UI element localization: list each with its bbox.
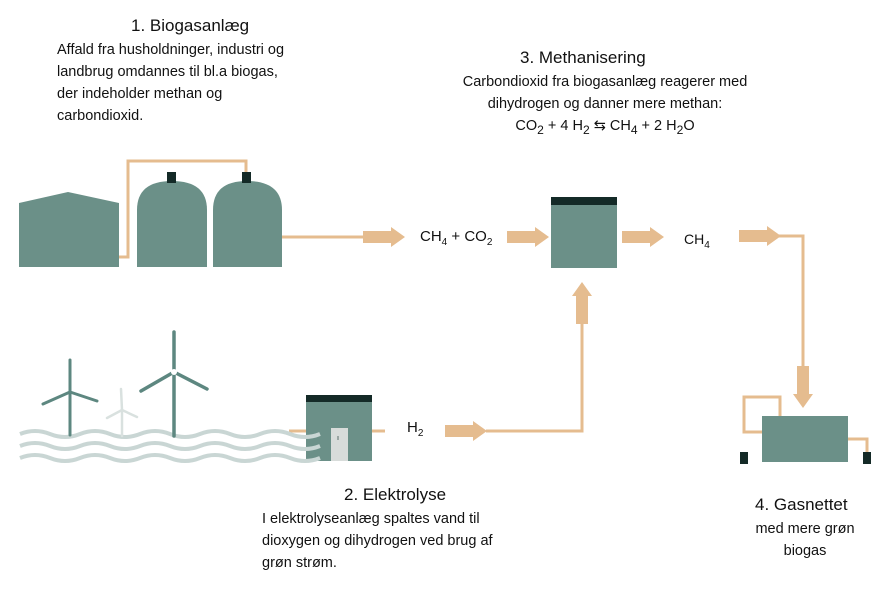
gas-grid-tank xyxy=(762,416,848,462)
wave-1 xyxy=(19,429,321,439)
gasnet-line-1: med mere grøn xyxy=(755,521,855,537)
arrow-h2-up xyxy=(572,282,592,324)
tank-valve-right xyxy=(242,172,251,183)
electrolysis-door xyxy=(331,428,348,461)
biogas-line-1: Affald fra husholdninger, industri og xyxy=(57,42,285,58)
gas-grid xyxy=(740,416,871,464)
biogas-line-4: carbondioxid. xyxy=(57,108,144,124)
biogas-tank-right xyxy=(213,181,282,267)
pipes xyxy=(119,159,869,452)
biogas-line-2: landbrug omdannes til bl.a biogas, xyxy=(57,64,278,80)
sea-waves xyxy=(19,429,321,463)
pipe-gasnet-left xyxy=(742,395,782,434)
wind-turbine-right xyxy=(139,330,209,438)
biogas-title: 1. Biogasanlæg xyxy=(131,16,250,35)
label-ch4: CH4 xyxy=(684,231,710,251)
wave-3 xyxy=(19,453,321,463)
electrolysis-lid xyxy=(306,395,372,402)
label-ch4-co2: CH4 + CO2 xyxy=(420,228,493,248)
biogas-line-3: der indeholder methan og xyxy=(57,86,223,102)
gas-grid-outlet-right xyxy=(863,452,871,464)
electrolysis-line-2: dioxygen og dihydrogen ved brug af xyxy=(262,533,493,549)
pipe-gasnet-right xyxy=(847,437,869,452)
flow-arrows xyxy=(363,226,813,441)
methanation-title: 3. Methanisering xyxy=(520,48,646,67)
arrow-ch4 xyxy=(739,226,781,246)
electrolysis-title: 2. Elektrolyse xyxy=(344,485,447,504)
electrolysis-line-3: grøn strøm. xyxy=(262,555,337,571)
biogas-tank-left xyxy=(137,181,207,267)
pipe-ch4 xyxy=(776,234,805,366)
arrow-biogas xyxy=(363,227,405,247)
arrow-into-methanation xyxy=(507,227,549,247)
electrolysis-line-1: I elektrolyseanlæg spaltes vand til xyxy=(262,511,480,527)
electrolysis-description: I elektrolyseanlæg spaltes vand til diox… xyxy=(262,508,562,574)
gasnet-line-2: biogas xyxy=(783,543,827,559)
wind-turbine-small xyxy=(105,387,139,438)
gasnet-title: 4. Gasnettet xyxy=(755,495,848,514)
wave-2 xyxy=(19,441,321,451)
methanation-line-2: dihydrogen og danner mere methan: xyxy=(487,96,723,112)
wind-turbine-left xyxy=(41,358,99,437)
arrow-out-methanation xyxy=(622,227,664,247)
methanation-lid xyxy=(551,197,617,205)
arrow-ch4-down xyxy=(793,366,813,408)
biogas-description: Affald fra husholdninger, industri og la… xyxy=(57,39,357,127)
methanation-description: Carbondioxid fra biogasanlæg reagerer me… xyxy=(430,71,780,141)
gas-grid-outlet-left xyxy=(740,452,748,464)
methanation-body xyxy=(551,200,617,268)
pipe-biogas-gas xyxy=(119,159,248,259)
biogas-plant xyxy=(19,172,282,267)
methanation-unit xyxy=(551,197,617,268)
pipe-h2 xyxy=(486,322,584,433)
gasnet-description: med mere grøn biogas xyxy=(735,518,875,562)
methanation-line-1: Carbondioxid fra biogasanlæg reagerer me… xyxy=(462,74,748,90)
tank-valve-left xyxy=(167,172,176,183)
biogas-warehouse xyxy=(19,192,119,267)
door-handle xyxy=(337,436,339,440)
arrow-h2 xyxy=(445,421,487,441)
label-h2: H2 xyxy=(407,419,424,439)
electrolysis-unit xyxy=(306,395,372,461)
methanation-equation: CO2 + 4 H2 ⇆ CH4 + 2 H2O xyxy=(515,118,695,137)
